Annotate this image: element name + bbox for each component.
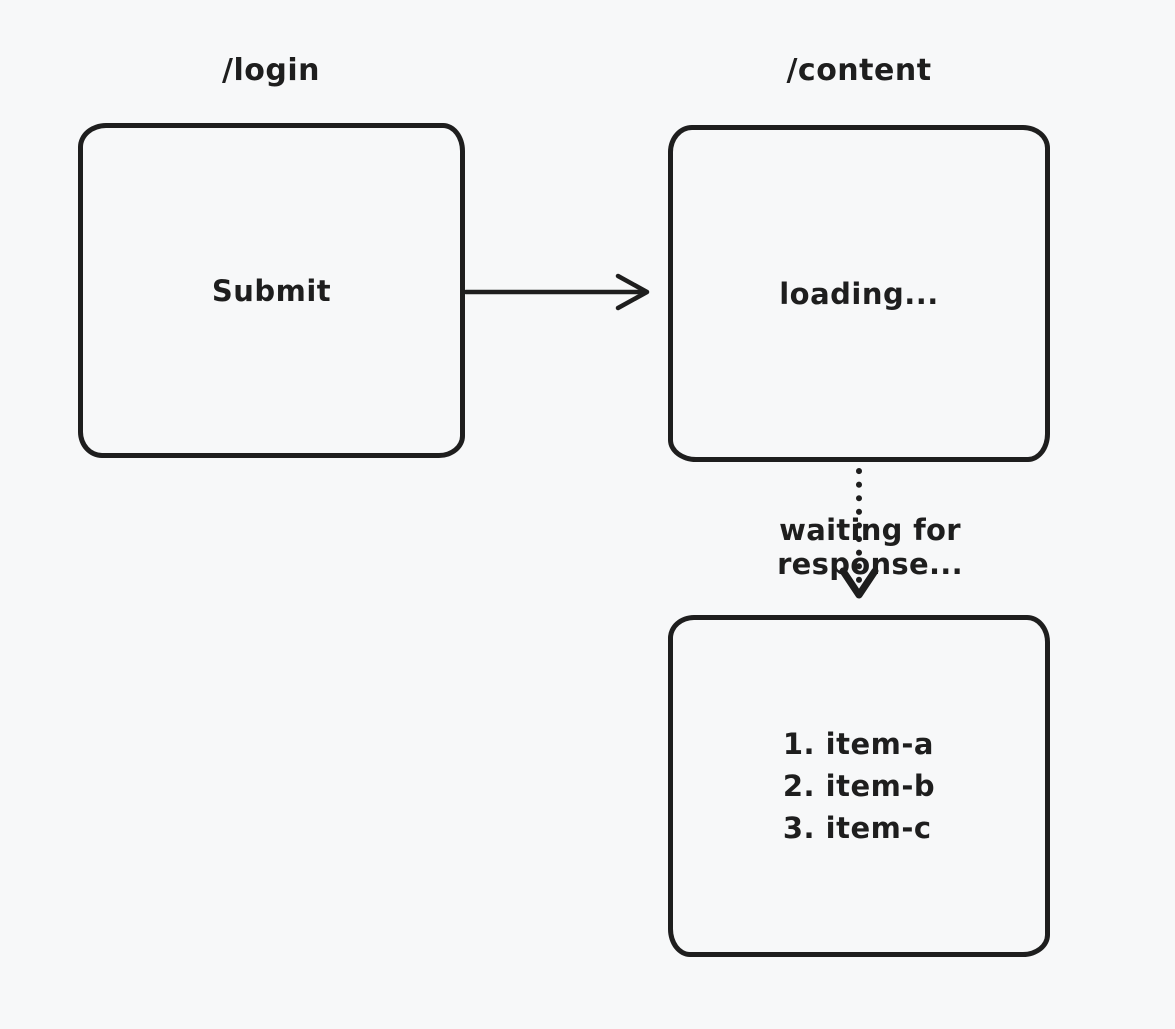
login-box: Submit: [78, 123, 465, 458]
login-box-label: Submit: [211, 273, 332, 308]
list-item: 2. item-b: [782, 769, 936, 803]
content-box: loading...: [668, 125, 1050, 462]
content-box-title: /content: [786, 53, 932, 88]
list-item: 1. item-a: [782, 727, 934, 761]
list-item: 3. item-c: [782, 811, 932, 845]
login-box-title: /login: [222, 53, 320, 88]
response-arrow-label: waiting for response...: [777, 513, 963, 581]
result-box: 1. item-a 2. item-b 3. item-c: [668, 615, 1050, 957]
content-box-label: loading...: [779, 276, 939, 311]
request-arrow-right-icon: [463, 273, 650, 311]
result-list: 1. item-a 2. item-b 3. item-c: [783, 723, 935, 849]
